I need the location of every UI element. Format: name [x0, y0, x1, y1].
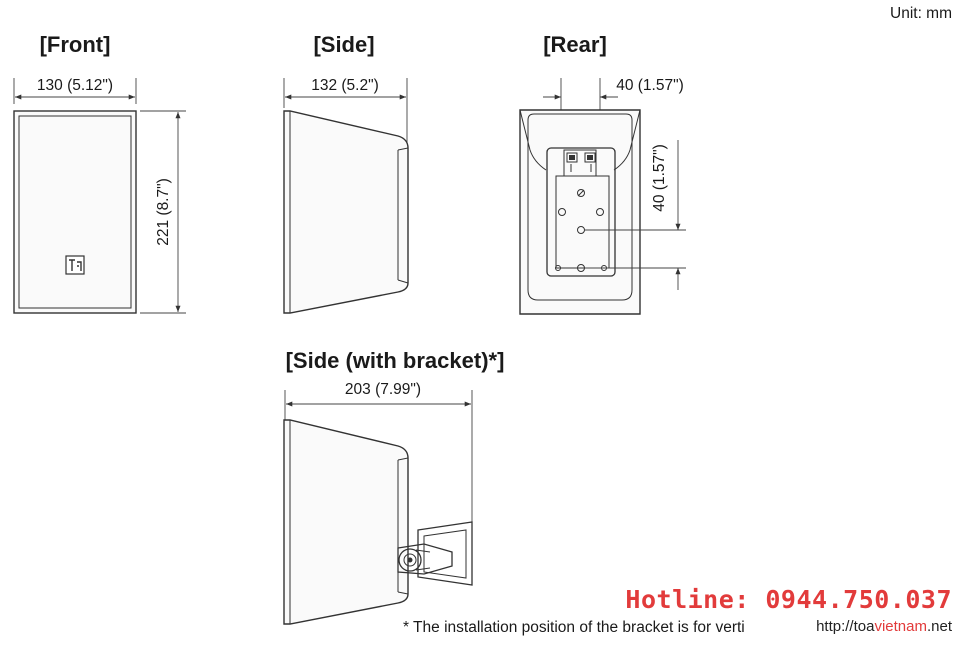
side-view: [Side] 132 (5.2") — [283, 32, 409, 314]
side-view-title: [Side] — [313, 32, 374, 57]
side-bracket-view-title: [Side (with bracket)*] — [286, 348, 505, 373]
rear-bracket-plate — [546, 147, 616, 277]
front-view-title: [Front] — [40, 32, 111, 57]
bracket-note: * The installation position of the brack… — [403, 619, 745, 636]
front-view: [Front] 130 (5.12") 221 (8.7") — [13, 32, 186, 314]
side-with-bracket-view: [Side (with bracket)*] 203 (7.99") — [283, 348, 505, 625]
rear-height-dimension: 40 (1.57") — [651, 144, 668, 212]
side-bracket-speaker-body — [283, 419, 409, 625]
rear-width-dimension: 40 (1.57") — [616, 77, 684, 94]
speaker-terminal — [563, 149, 597, 177]
website-watermark: http://toavietnam.net — [816, 618, 953, 635]
unit-label: Unit: mm — [890, 5, 952, 22]
rear-view: [Rear] 40 (1.57") — [519, 32, 686, 315]
front-height-dimension: 221 (8.7") — [155, 178, 172, 246]
front-width-dimension: 130 (5.12") — [37, 77, 113, 94]
toa-logo-icon — [65, 255, 85, 275]
side-bracket-width-dimension: 203 (7.99") — [345, 381, 421, 398]
wall-bracket — [397, 521, 473, 586]
side-width-dimension: 132 (5.2") — [311, 77, 379, 94]
hotline-watermark: Hotline: 0944.750.037 — [625, 585, 952, 614]
rear-speaker-body — [519, 109, 641, 315]
front-speaker-body — [13, 110, 137, 314]
side-speaker-body — [283, 110, 409, 314]
rear-view-title: [Rear] — [543, 32, 607, 57]
